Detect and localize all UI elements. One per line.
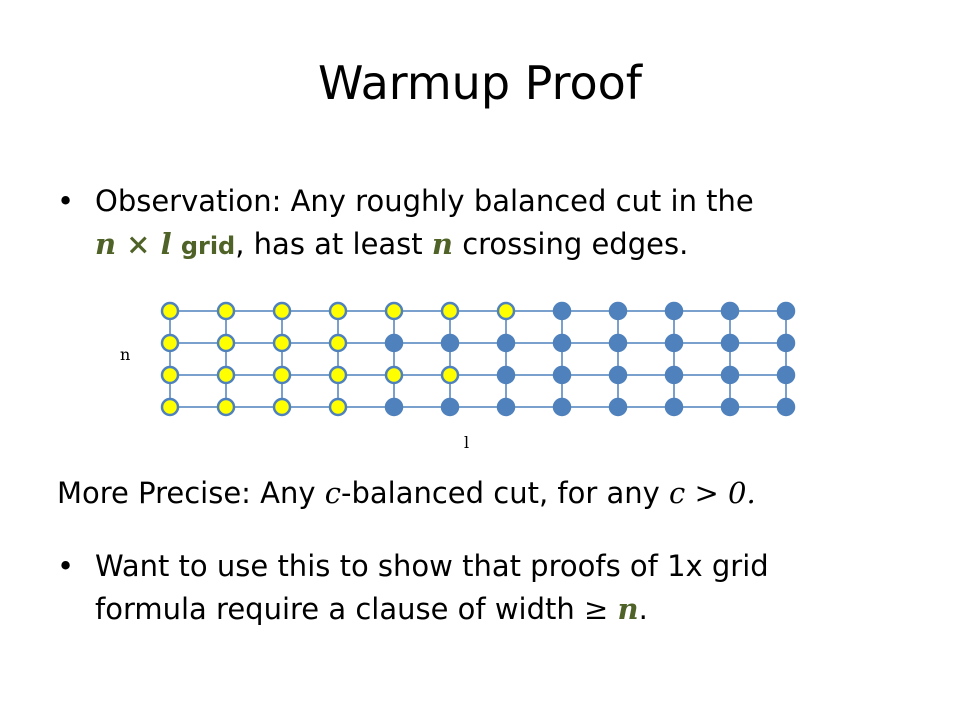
grid-node-yellow — [272, 301, 292, 321]
grid-node-yellow — [216, 397, 236, 417]
grid-node-yellow — [160, 365, 180, 385]
grid-node-blue — [664, 301, 684, 321]
grid-node-yellow — [272, 397, 292, 417]
column-count-label: l — [464, 433, 470, 452]
grid-node-blue — [384, 333, 404, 353]
row-count-label: n — [120, 345, 131, 364]
grid-node-yellow — [328, 333, 348, 353]
bullet-observation: • Observation: Any roughly balanced cut … — [57, 180, 915, 268]
grid-node-blue — [608, 301, 628, 321]
precise-prefix: More Precise: Any — [57, 476, 316, 510]
math-n-times-l: n × l — [95, 227, 172, 261]
grid-node-yellow — [328, 397, 348, 417]
grid-node-blue — [664, 397, 684, 417]
grid-node-blue — [552, 301, 572, 321]
grid-node-blue — [776, 397, 796, 417]
observation-suffix: crossing edges. — [462, 227, 689, 261]
bullet-want-to-use: • Want to use this to show that proofs o… — [57, 545, 925, 631]
grid-node-blue — [720, 365, 740, 385]
grid-node-blue — [608, 365, 628, 385]
grid-node-blue — [720, 397, 740, 417]
grid-node-yellow — [328, 301, 348, 321]
grid-graph — [160, 301, 796, 417]
bullet-marker: • — [57, 549, 75, 583]
grid-node-blue — [608, 333, 628, 353]
grid-node-yellow — [272, 365, 292, 385]
grid-node-blue — [440, 333, 460, 353]
math-geq: ≥ — [584, 592, 609, 626]
observation-prefix: Observation: Any roughly balanced cut in… — [95, 184, 754, 218]
math-n: n — [431, 227, 453, 261]
math-n-width: n — [617, 592, 639, 626]
grid-node-blue — [496, 397, 516, 417]
grid-node-blue — [384, 397, 404, 417]
grid-node-blue — [496, 333, 516, 353]
grid-node-blue — [664, 333, 684, 353]
grid-node-blue — [552, 397, 572, 417]
grid-node-blue — [496, 365, 516, 385]
grid-node-blue — [608, 397, 628, 417]
grid-node-yellow — [216, 301, 236, 321]
grid-node-blue — [552, 365, 572, 385]
grid-node-yellow — [440, 365, 460, 385]
math-c: c — [324, 476, 342, 510]
slide-title: Warmup Proof — [318, 56, 642, 110]
grid-node-yellow — [216, 333, 236, 353]
grid-node-yellow — [384, 365, 404, 385]
grid-figure: n l — [110, 295, 810, 455]
math-c-positive: c > 0. — [669, 476, 756, 510]
grid-node-yellow — [384, 301, 404, 321]
grid-node-blue — [440, 397, 460, 417]
precise-middle: -balanced cut, for any — [341, 476, 660, 510]
grid-node-blue — [664, 365, 684, 385]
bullet-marker: • — [57, 184, 75, 218]
observation-middle: , has at least — [235, 227, 423, 261]
grid-node-yellow — [160, 333, 180, 353]
want-line2-prefix: formula require a clause of width — [95, 592, 575, 626]
grid-node-yellow — [328, 365, 348, 385]
grid-node-blue — [720, 333, 740, 353]
more-precise-line: More Precise: Any c-balanced cut, for an… — [57, 472, 756, 515]
grid-node-blue — [720, 301, 740, 321]
grid-node-yellow — [272, 333, 292, 353]
want-line1: Want to use this to show that proofs of … — [95, 549, 769, 583]
grid-node-yellow — [496, 301, 516, 321]
grid-node-blue — [776, 301, 796, 321]
want-line2-suffix: . — [638, 592, 648, 626]
grid-node-blue — [552, 333, 572, 353]
grid-node-yellow — [160, 397, 180, 417]
grid-node-blue — [776, 333, 796, 353]
grid-node-yellow — [216, 365, 236, 385]
grid-node-blue — [776, 365, 796, 385]
grid-word: grid — [180, 232, 236, 260]
grid-node-yellow — [160, 301, 180, 321]
grid-node-yellow — [440, 301, 460, 321]
